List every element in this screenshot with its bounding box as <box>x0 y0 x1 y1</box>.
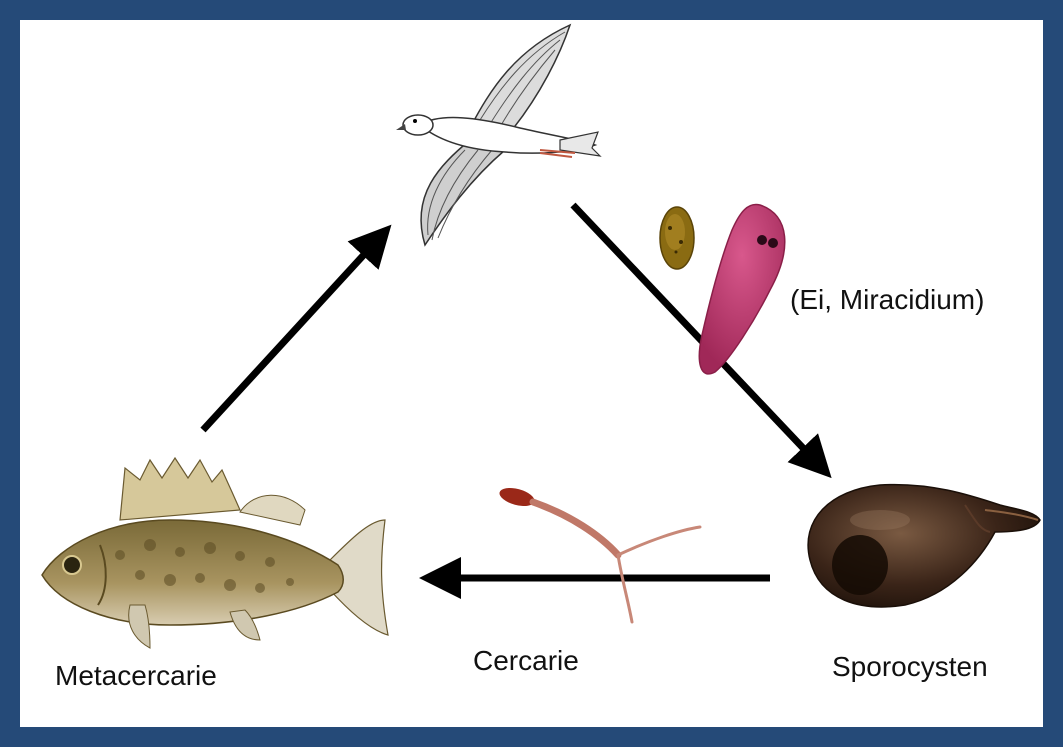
parasite-egg-icon <box>660 207 694 269</box>
label-cercarie: Cercarie <box>473 645 579 677</box>
label-ei-miracidium: (Ei, Miracidium) <box>790 284 984 316</box>
label-sporocysten: Sporocysten <box>832 651 988 683</box>
label-metacercarie: Metacercarie <box>55 660 217 692</box>
